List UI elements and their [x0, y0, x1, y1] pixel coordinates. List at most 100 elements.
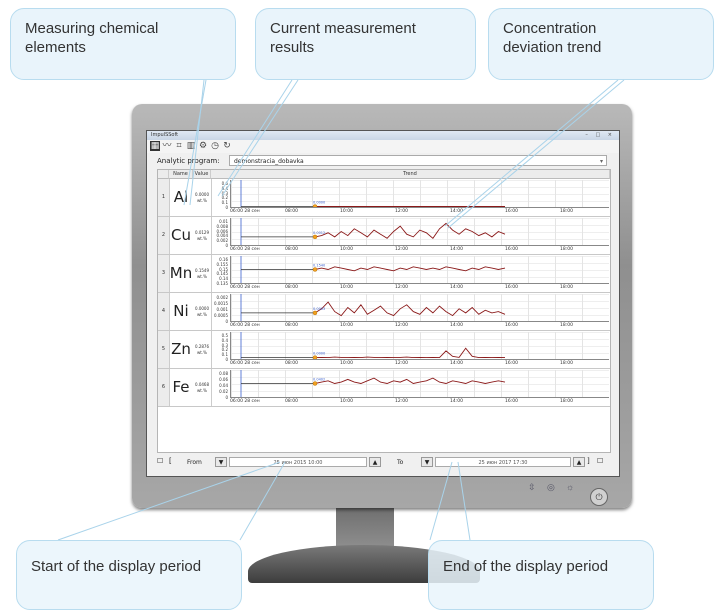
callout-trend: Concentration deviation trend — [488, 8, 714, 80]
row-number: 6 — [158, 369, 170, 406]
x-tick-label: 18:00 — [560, 399, 573, 404]
from-up-button[interactable]: ▲ — [369, 457, 381, 467]
y-tick-label: 0 — [225, 243, 228, 248]
y-tick-label: 0.02 — [219, 389, 228, 394]
calendar-checkbox[interactable]: ☐ — [157, 457, 164, 465]
refresh-icon[interactable]: ↻ — [223, 141, 231, 151]
window-titlebar: ImpulSSoft – □ × — [147, 131, 619, 140]
y-tick-label: 0 — [225, 357, 228, 362]
marker-value-label: 0.0402 — [313, 378, 325, 382]
period-bar: ☐ [ From ▼ 25 июн 2015 10:00 ▲ To ▼ 25 и… — [157, 457, 609, 469]
from-down-button[interactable]: ▼ — [215, 457, 227, 467]
x-tick-label: 16:00 — [505, 285, 518, 290]
program-select[interactable]: demonstracia_dobavka ▾ — [229, 155, 607, 166]
x-tick-label: 16:00 — [505, 361, 518, 366]
table-icon[interactable]: ▦ — [150, 141, 160, 151]
element-symbol: Ni — [173, 302, 189, 320]
y-tick-label: 0.002 — [216, 238, 228, 244]
y-tick-label: 0.2 — [221, 195, 228, 201]
trend-plot[interactable]: 0.0000 — [230, 332, 609, 360]
menu-icon[interactable]: ◎ — [547, 482, 555, 492]
trend-plot[interactable]: 0.0012 — [230, 218, 609, 246]
callout-start-text: Start of the display period — [31, 558, 202, 575]
window-controls[interactable]: – □ × — [585, 132, 615, 138]
callout-results: Current measurement results — [255, 8, 476, 80]
current-marker — [312, 234, 318, 240]
row-number: 3 — [158, 255, 170, 292]
trend-svg: 0.1540 — [240, 256, 506, 283]
trend-plot[interactable]: 0.0402 — [230, 370, 609, 398]
y-tick-label: 0.3 — [221, 190, 228, 196]
power-button[interactable]: ⏻ — [590, 488, 608, 506]
callout-trend-text: Concentration deviation trend — [503, 20, 602, 56]
unit-label: wt.% — [197, 274, 207, 279]
bracket-right-icon: ] — [587, 457, 590, 465]
callout-elements: Measuring chemical elements — [10, 8, 236, 80]
x-tick-label: 18:00 — [560, 285, 573, 290]
to-up-button[interactable]: ▲ — [573, 457, 585, 467]
input-icon[interactable]: ⇳ — [528, 482, 536, 492]
trend-line — [314, 377, 506, 384]
x-tick-label: 06:00 28 сен — [230, 323, 260, 328]
y-tick-label: 0.1 — [221, 352, 228, 358]
unit-label: wt.% — [197, 388, 207, 393]
trend-plot[interactable]: 0.0003 — [230, 294, 609, 322]
y-tick-label: 0.04 — [219, 383, 228, 388]
window-title: ImpulSSoft — [151, 132, 179, 138]
x-tick-label: 06:00 28 сен — [230, 285, 260, 290]
trend-icon[interactable]: 〰 — [162, 141, 172, 151]
y-tick-label: 0.5 — [221, 333, 228, 338]
to-down-button[interactable]: ▼ — [421, 457, 433, 467]
header-value[interactable]: Value — [193, 170, 211, 179]
y-tick-label: 0.0015 — [214, 301, 228, 306]
end-checkbox[interactable]: ☐ — [597, 457, 604, 465]
callout-elements-text: Measuring chemical elements — [25, 20, 159, 56]
x-tick-label: 18:00 — [560, 323, 573, 328]
row-number: 1 — [158, 179, 170, 216]
y-tick-label: 0 — [225, 319, 228, 324]
x-tick-label: 06:00 28 сен — [230, 361, 260, 366]
trend-line — [314, 347, 506, 359]
toolbar: ▦ 〰 ⌗ ▥ ⚙ ◷ ↻ — [147, 140, 619, 153]
x-tick-label: 08:00 — [285, 247, 298, 252]
marker-value-label: 0.0012 — [313, 231, 325, 235]
brightness-icon[interactable]: ☼ — [566, 482, 575, 492]
marker-value-label: 0.0000 — [313, 352, 325, 356]
clock-icon[interactable]: ◷ — [211, 141, 219, 151]
header-trend[interactable]: Trend — [211, 170, 610, 179]
trend-svg: 0.0012 — [240, 218, 506, 245]
header-name[interactable]: Name — [169, 170, 193, 179]
x-tick-label: 10:00 — [340, 285, 353, 290]
y-tick-label: 0.1 — [221, 200, 228, 206]
x-tick-label: 12:00 — [395, 399, 408, 404]
trend-plot[interactable]: 0.0000 — [230, 180, 609, 209]
x-tick-label: 10:00 — [340, 247, 353, 252]
trend-plot[interactable]: 0.1540 — [230, 256, 609, 284]
y-tick-label: 0.06 — [219, 377, 228, 382]
x-tick-label: 12:00 — [395, 247, 408, 252]
measured-value: 0.0129 — [195, 230, 209, 235]
x-tick-label: 08:00 — [285, 361, 298, 366]
y-tick-label: 0.14 — [219, 276, 228, 282]
gear-icon[interactable]: ⚙ — [198, 141, 208, 151]
bracket-left-icon: [ — [169, 457, 172, 465]
chart-settings-icon[interactable]: ⌗ — [176, 141, 182, 151]
x-tick-label: 18:00 — [560, 361, 573, 366]
to-datetime[interactable]: 25 июн 2017 17:30 — [435, 457, 571, 467]
marker-value-label: 0.1540 — [313, 264, 325, 268]
element-symbol: Zn — [171, 340, 191, 358]
measured-value: 0.0000 — [195, 192, 209, 197]
columns-icon[interactable]: ▥ — [186, 141, 196, 151]
marker-value-label: 0.0000 — [313, 201, 325, 205]
from-datetime[interactable]: 25 июн 2015 10:00 — [229, 457, 367, 467]
trend-line — [314, 301, 506, 317]
